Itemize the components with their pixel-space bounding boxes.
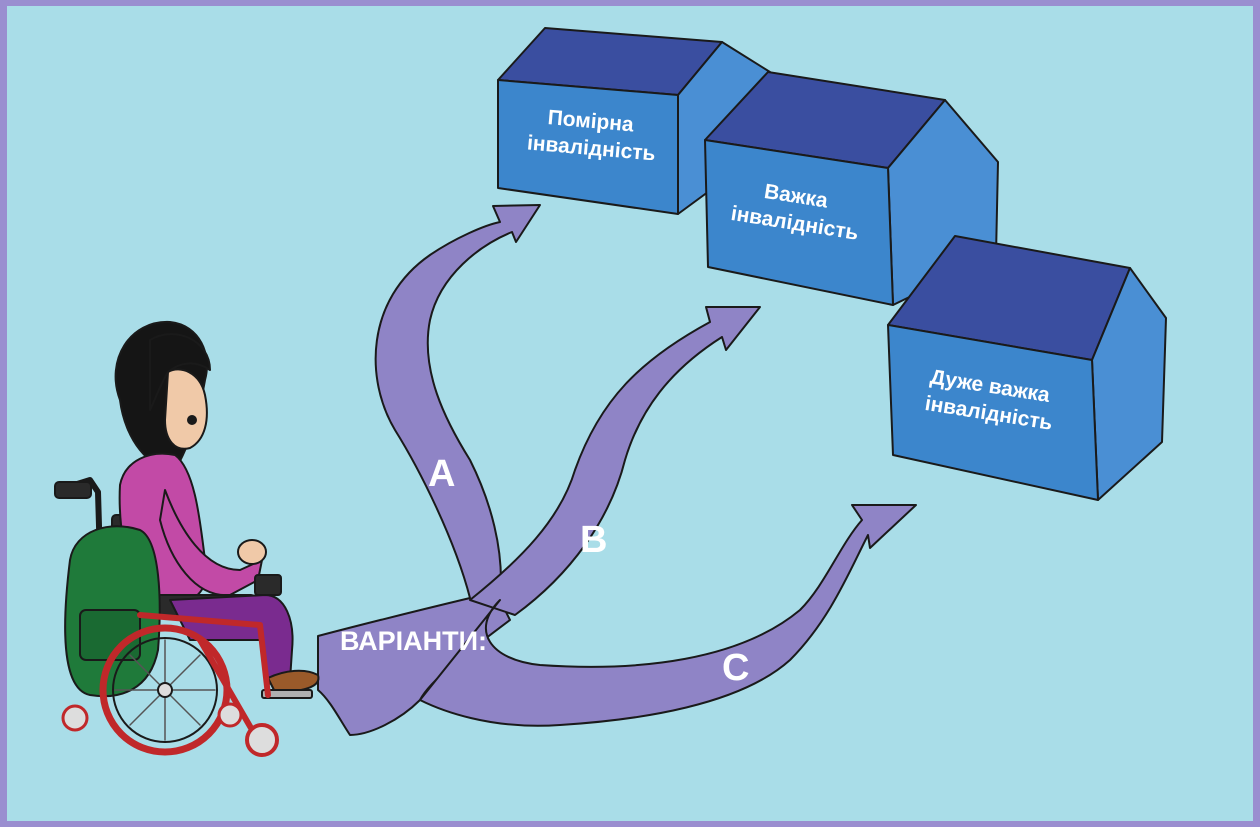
- wheelchair-grip: [54, 481, 92, 499]
- path-b-arrow: [469, 306, 761, 616]
- path-b-letter: B: [580, 519, 607, 561]
- wheel-hub: [157, 682, 173, 698]
- hair-front: [149, 333, 211, 411]
- paths-group: [317, 204, 917, 736]
- shoe: [267, 669, 320, 693]
- eye: [187, 415, 197, 425]
- wheelchair-wheel-inner: [112, 637, 218, 743]
- options-diagram: Помірна інвалідність Важка інвалідність …: [54, 27, 1167, 757]
- rear-wheel: [61, 704, 89, 732]
- footrest: [261, 689, 313, 699]
- wheelchair-frame: [137, 612, 271, 738]
- illustration-panel: Помірна інвалідність Важка інвалідність …: [7, 6, 1253, 821]
- legs-trousers: [169, 594, 294, 685]
- path-c-arrow: [419, 504, 917, 727]
- house-moderate-front: [497, 79, 679, 215]
- house-very-severe: [887, 235, 1167, 501]
- house-moderate: [497, 27, 771, 215]
- hand: [237, 539, 267, 565]
- caster-wheel: [217, 702, 243, 728]
- house-severe-front: [704, 139, 894, 306]
- house-very-severe-front: [887, 324, 1099, 501]
- path-c-letter: C: [722, 647, 749, 689]
- joystick: [254, 574, 282, 596]
- path-a-letter: A: [428, 453, 455, 495]
- options-label: ВАРІАНТИ:: [340, 626, 487, 656]
- face: [164, 368, 208, 450]
- caster-wheel: [245, 723, 279, 757]
- woman-in-wheelchair-illustration: [54, 320, 320, 757]
